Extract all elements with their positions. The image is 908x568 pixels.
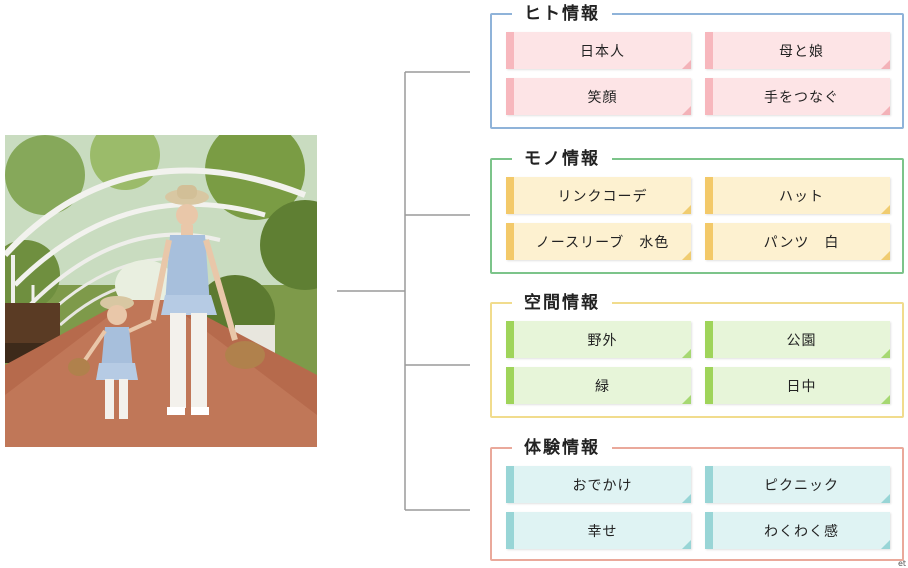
tag-excitement: わくわく感: [705, 512, 890, 549]
tag-japanese: 日本人: [506, 32, 691, 69]
panel-thing-info: モノ情報 リンクコーデ ハット ノースリーブ 水色 パンツ 白: [490, 147, 904, 274]
panel-title-space: 空間情報: [512, 291, 612, 315]
photo-mother-daughter-park: [5, 135, 317, 447]
panel-title-experience: 体験情報: [512, 436, 612, 460]
tag-outing: おでかけ: [506, 466, 691, 503]
panel-person-info: ヒト情報 日本人 母と娘 笑顔 手をつなぐ: [490, 2, 904, 129]
corner-mark: et: [897, 559, 906, 568]
panel-title-thing: モノ情報: [512, 147, 612, 171]
tag-sleeveless-light-blue: ノースリーブ 水色: [506, 223, 691, 260]
tag-pants-white: パンツ 白: [705, 223, 890, 260]
tag-daytime: 日中: [705, 367, 890, 404]
tag-green: 緑: [506, 367, 691, 404]
tag-smile: 笑顔: [506, 78, 691, 115]
tag-matching-outfit: リンクコーデ: [506, 177, 691, 214]
tag-happiness: 幸せ: [506, 512, 691, 549]
tag-holding-hands: 手をつなぐ: [705, 78, 890, 115]
panel-space-info: 空間情報 野外 公園 緑 日中: [490, 291, 904, 418]
panel-title-person: ヒト情報: [512, 2, 612, 26]
tag-picnic: ピクニック: [705, 466, 890, 503]
tag-outdoors: 野外: [506, 321, 691, 358]
tag-mother-and-daughter: 母と娘: [705, 32, 890, 69]
tag-hat: ハット: [705, 177, 890, 214]
panel-experience-info: 体験情報 おでかけ ピクニック 幸せ わくわく感: [490, 436, 904, 561]
tag-park: 公園: [705, 321, 890, 358]
